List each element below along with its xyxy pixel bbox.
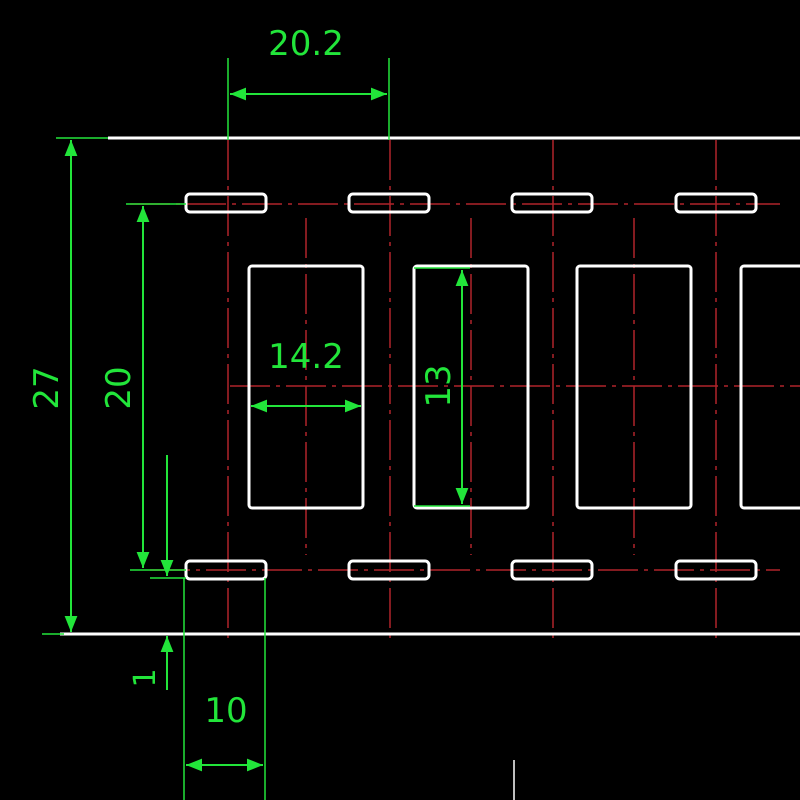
dim-pitch-label: 20.2: [268, 24, 344, 64]
pocket-4: [739, 264, 800, 510]
dim-width-label: 27: [27, 366, 67, 409]
pocket-3: [575, 264, 693, 510]
slot-top-4: [674, 192, 758, 214]
dim-edge-offset-label: 1: [128, 668, 163, 687]
sprocket-slots: [184, 192, 758, 581]
slot-bottom-4: [674, 559, 758, 581]
pockets: [247, 264, 800, 510]
pocket-2: [412, 264, 530, 510]
slot-bottom-2: [347, 559, 431, 581]
dim-pocket-length-label: 13: [419, 364, 459, 407]
slot-top-2: [347, 192, 431, 214]
pocket-1: [247, 264, 365, 510]
slot-top-1: [184, 192, 268, 214]
dim-pocket-width-label: 14.2: [268, 337, 344, 377]
dim-hole-spacing-label: 20: [99, 366, 139, 409]
centerlines: [130, 140, 800, 640]
dim-slot-length-label: 10: [204, 691, 247, 731]
dimension-lines: [64, 87, 469, 772]
slot-bottom-3: [510, 559, 594, 581]
extension-lines: [42, 58, 470, 800]
slot-top-3: [510, 192, 594, 214]
